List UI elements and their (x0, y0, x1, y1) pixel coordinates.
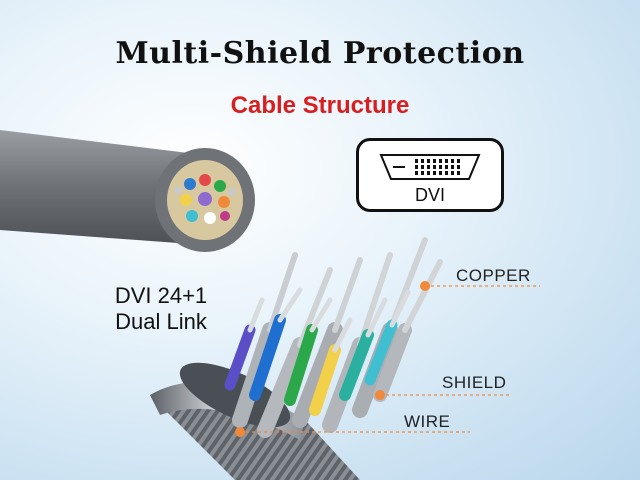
cable-body (150, 362, 360, 480)
dvi-connector-badge: DVI (356, 138, 504, 212)
callout-lines (240, 285, 540, 433)
cable-cross-section (0, 130, 255, 252)
page-subtitle: Cable Structure (230, 92, 410, 119)
dvi-spec-line1: DVI 24+1 (114, 283, 208, 308)
dvi-connector-icon (379, 154, 481, 180)
wire-bundle (224, 237, 443, 438)
callout-copper: COPPER (456, 266, 531, 285)
callout-wire: WIRE (404, 412, 451, 431)
inner-cores (174, 174, 236, 224)
dvi-spec-line2: Dual Link (115, 309, 207, 334)
dvi-label: DVI (414, 185, 445, 205)
page-title: Multi-Shield Protection (115, 36, 525, 71)
dvi-spec-text: DVI 24+1 Dual Link (86, 283, 236, 335)
callout-shield: SHIELD (442, 373, 507, 392)
callout-dots (235, 281, 430, 437)
